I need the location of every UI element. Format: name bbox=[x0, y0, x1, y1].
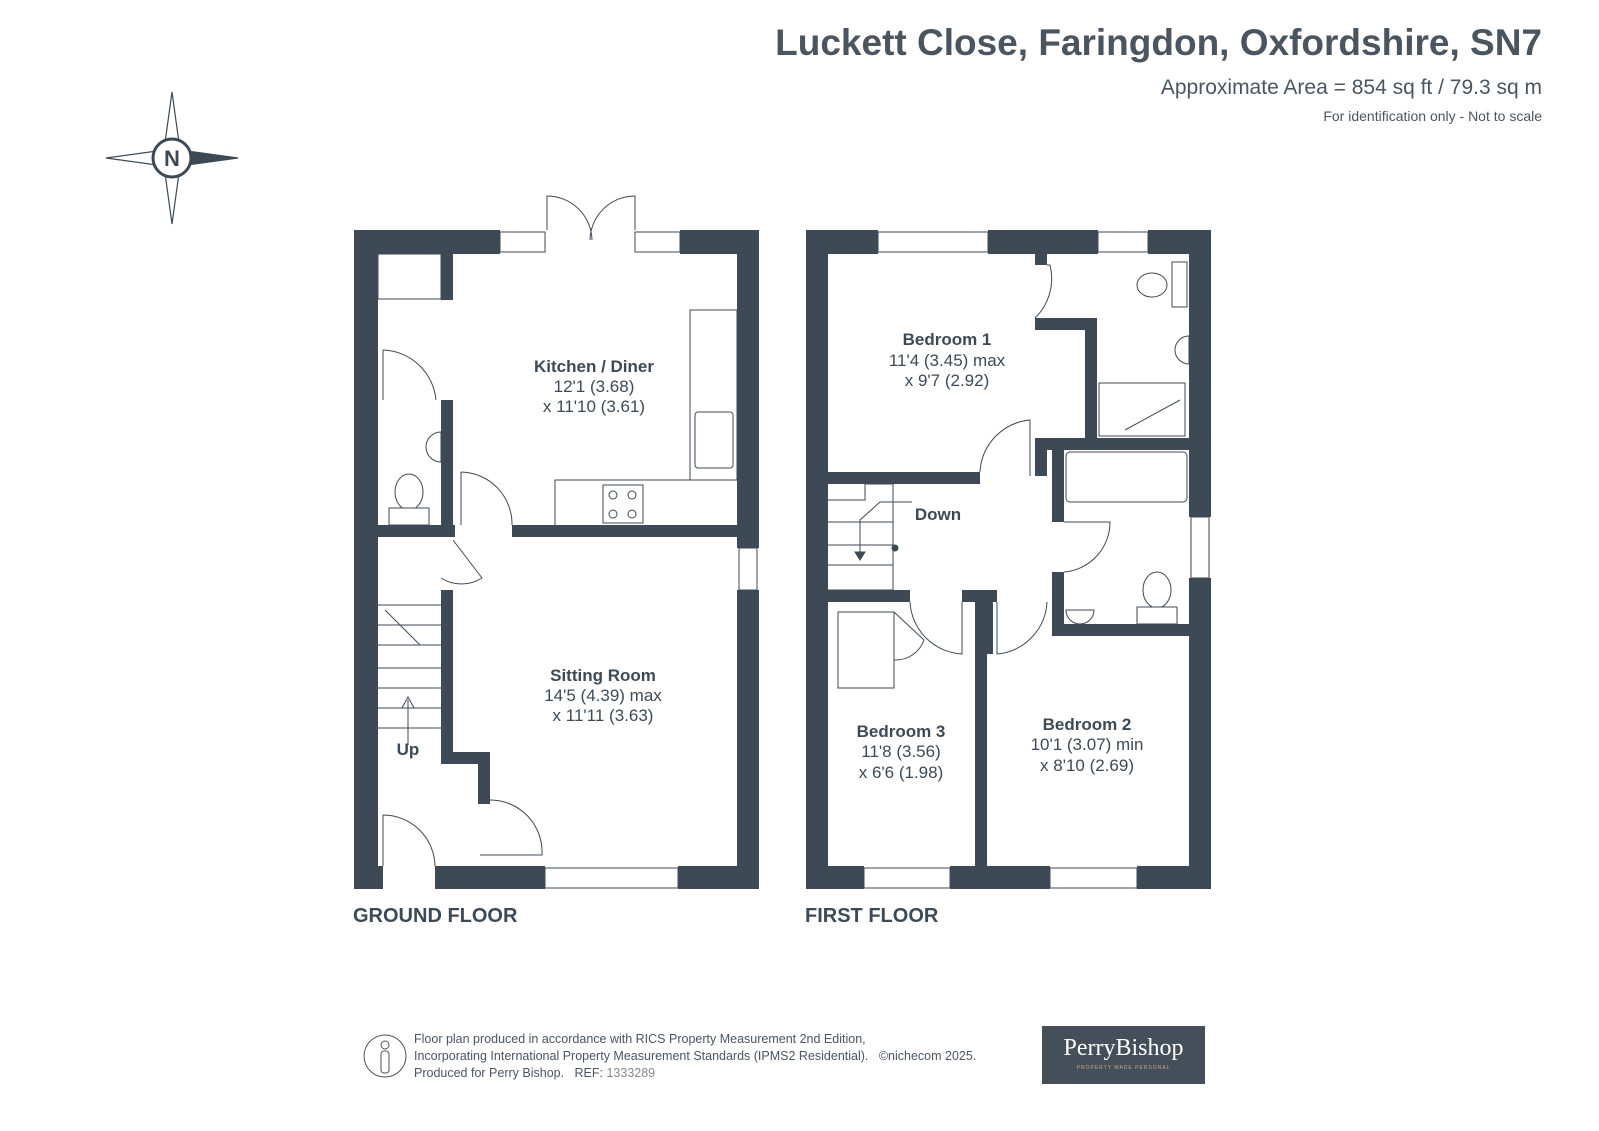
ref-number: 1333289 bbox=[606, 1066, 656, 1080]
room-dimension: x 8'10 (2.69) bbox=[1040, 756, 1134, 775]
ground-floor-fixtures bbox=[377, 195, 758, 889]
footer-line: Floor plan produced in accordance with R… bbox=[414, 1032, 866, 1046]
property-title: Luckett Close, Faringdon, Oxfordshire, S… bbox=[775, 22, 1542, 63]
ground-floor-label: GROUND FLOOR bbox=[353, 905, 518, 927]
room-name: Sitting Room bbox=[550, 666, 656, 685]
stairs-up-label: Up bbox=[397, 740, 420, 759]
person-icon bbox=[363, 1034, 407, 1078]
room-dimension: 12'1 (3.68) bbox=[554, 377, 635, 396]
room-dimension: x 11'11 (3.63) bbox=[553, 706, 654, 725]
footer-line: Incorporating International Property Mea… bbox=[414, 1049, 869, 1063]
room-bedroom-1: Bedroom 1 11'4 (3.45) max x 9'7 (2.92) bbox=[889, 330, 1006, 390]
room-dimension: x 6'6 (1.98) bbox=[859, 763, 944, 782]
disclaimer: For identification only - Not to scale bbox=[1323, 108, 1542, 124]
room-dimension: 14'5 (4.39) max bbox=[544, 686, 662, 705]
room-name: Bedroom 2 bbox=[1043, 715, 1132, 734]
room-bedroom-2: Bedroom 2 10'1 (3.07) min x 8'10 (2.69) bbox=[1031, 715, 1144, 775]
copyright: ©nichecom 2025. bbox=[878, 1049, 977, 1063]
compass-icon: N bbox=[105, 91, 239, 225]
room-name: Kitchen / Diner bbox=[534, 357, 654, 376]
stairs-down-label: Down bbox=[915, 505, 961, 524]
ground-floor-walls bbox=[354, 230, 759, 889]
room-dimension: 11'8 (3.56) bbox=[861, 742, 940, 761]
first-floor-walls bbox=[806, 230, 1211, 889]
footer-line: Produced for Perry Bishop. bbox=[414, 1066, 565, 1080]
compass-letter: N bbox=[164, 146, 180, 171]
logo-name: PerryBishop bbox=[1063, 1035, 1184, 1061]
footer-text: Floor plan produced in accordance with R… bbox=[414, 1031, 976, 1082]
room-name: Bedroom 3 bbox=[857, 722, 946, 741]
room-sitting-room: Sitting Room 14'5 (4.39) max x 11'11 (3.… bbox=[544, 666, 662, 725]
first-floor-label: FIRST FLOOR bbox=[805, 905, 939, 927]
room-dimension: x 11'10 (3.61) bbox=[543, 397, 645, 416]
perry-bishop-logo: PerryBishop PROPERTY MADE PERSONAL bbox=[1042, 1026, 1205, 1084]
room-dimension: 10'1 (3.07) min bbox=[1031, 735, 1144, 754]
room-dimension: x 9'7 (2.92) bbox=[905, 371, 990, 390]
room-kitchen-diner: Kitchen / Diner 12'1 (3.68) x 11'10 (3.6… bbox=[534, 357, 654, 416]
room-dimension: 11'4 (3.45) max bbox=[889, 351, 1006, 370]
room-name: Bedroom 1 bbox=[903, 330, 992, 349]
approximate-area: Approximate Area = 854 sq ft / 79.3 sq m bbox=[1160, 76, 1542, 99]
logo-tagline: PROPERTY MADE PERSONAL bbox=[1076, 1065, 1171, 1071]
first-floor-fixtures bbox=[828, 231, 1210, 889]
room-bedroom-3: Bedroom 3 11'8 (3.56) x 6'6 (1.98) bbox=[857, 722, 946, 782]
ref-label: REF: bbox=[574, 1066, 603, 1080]
